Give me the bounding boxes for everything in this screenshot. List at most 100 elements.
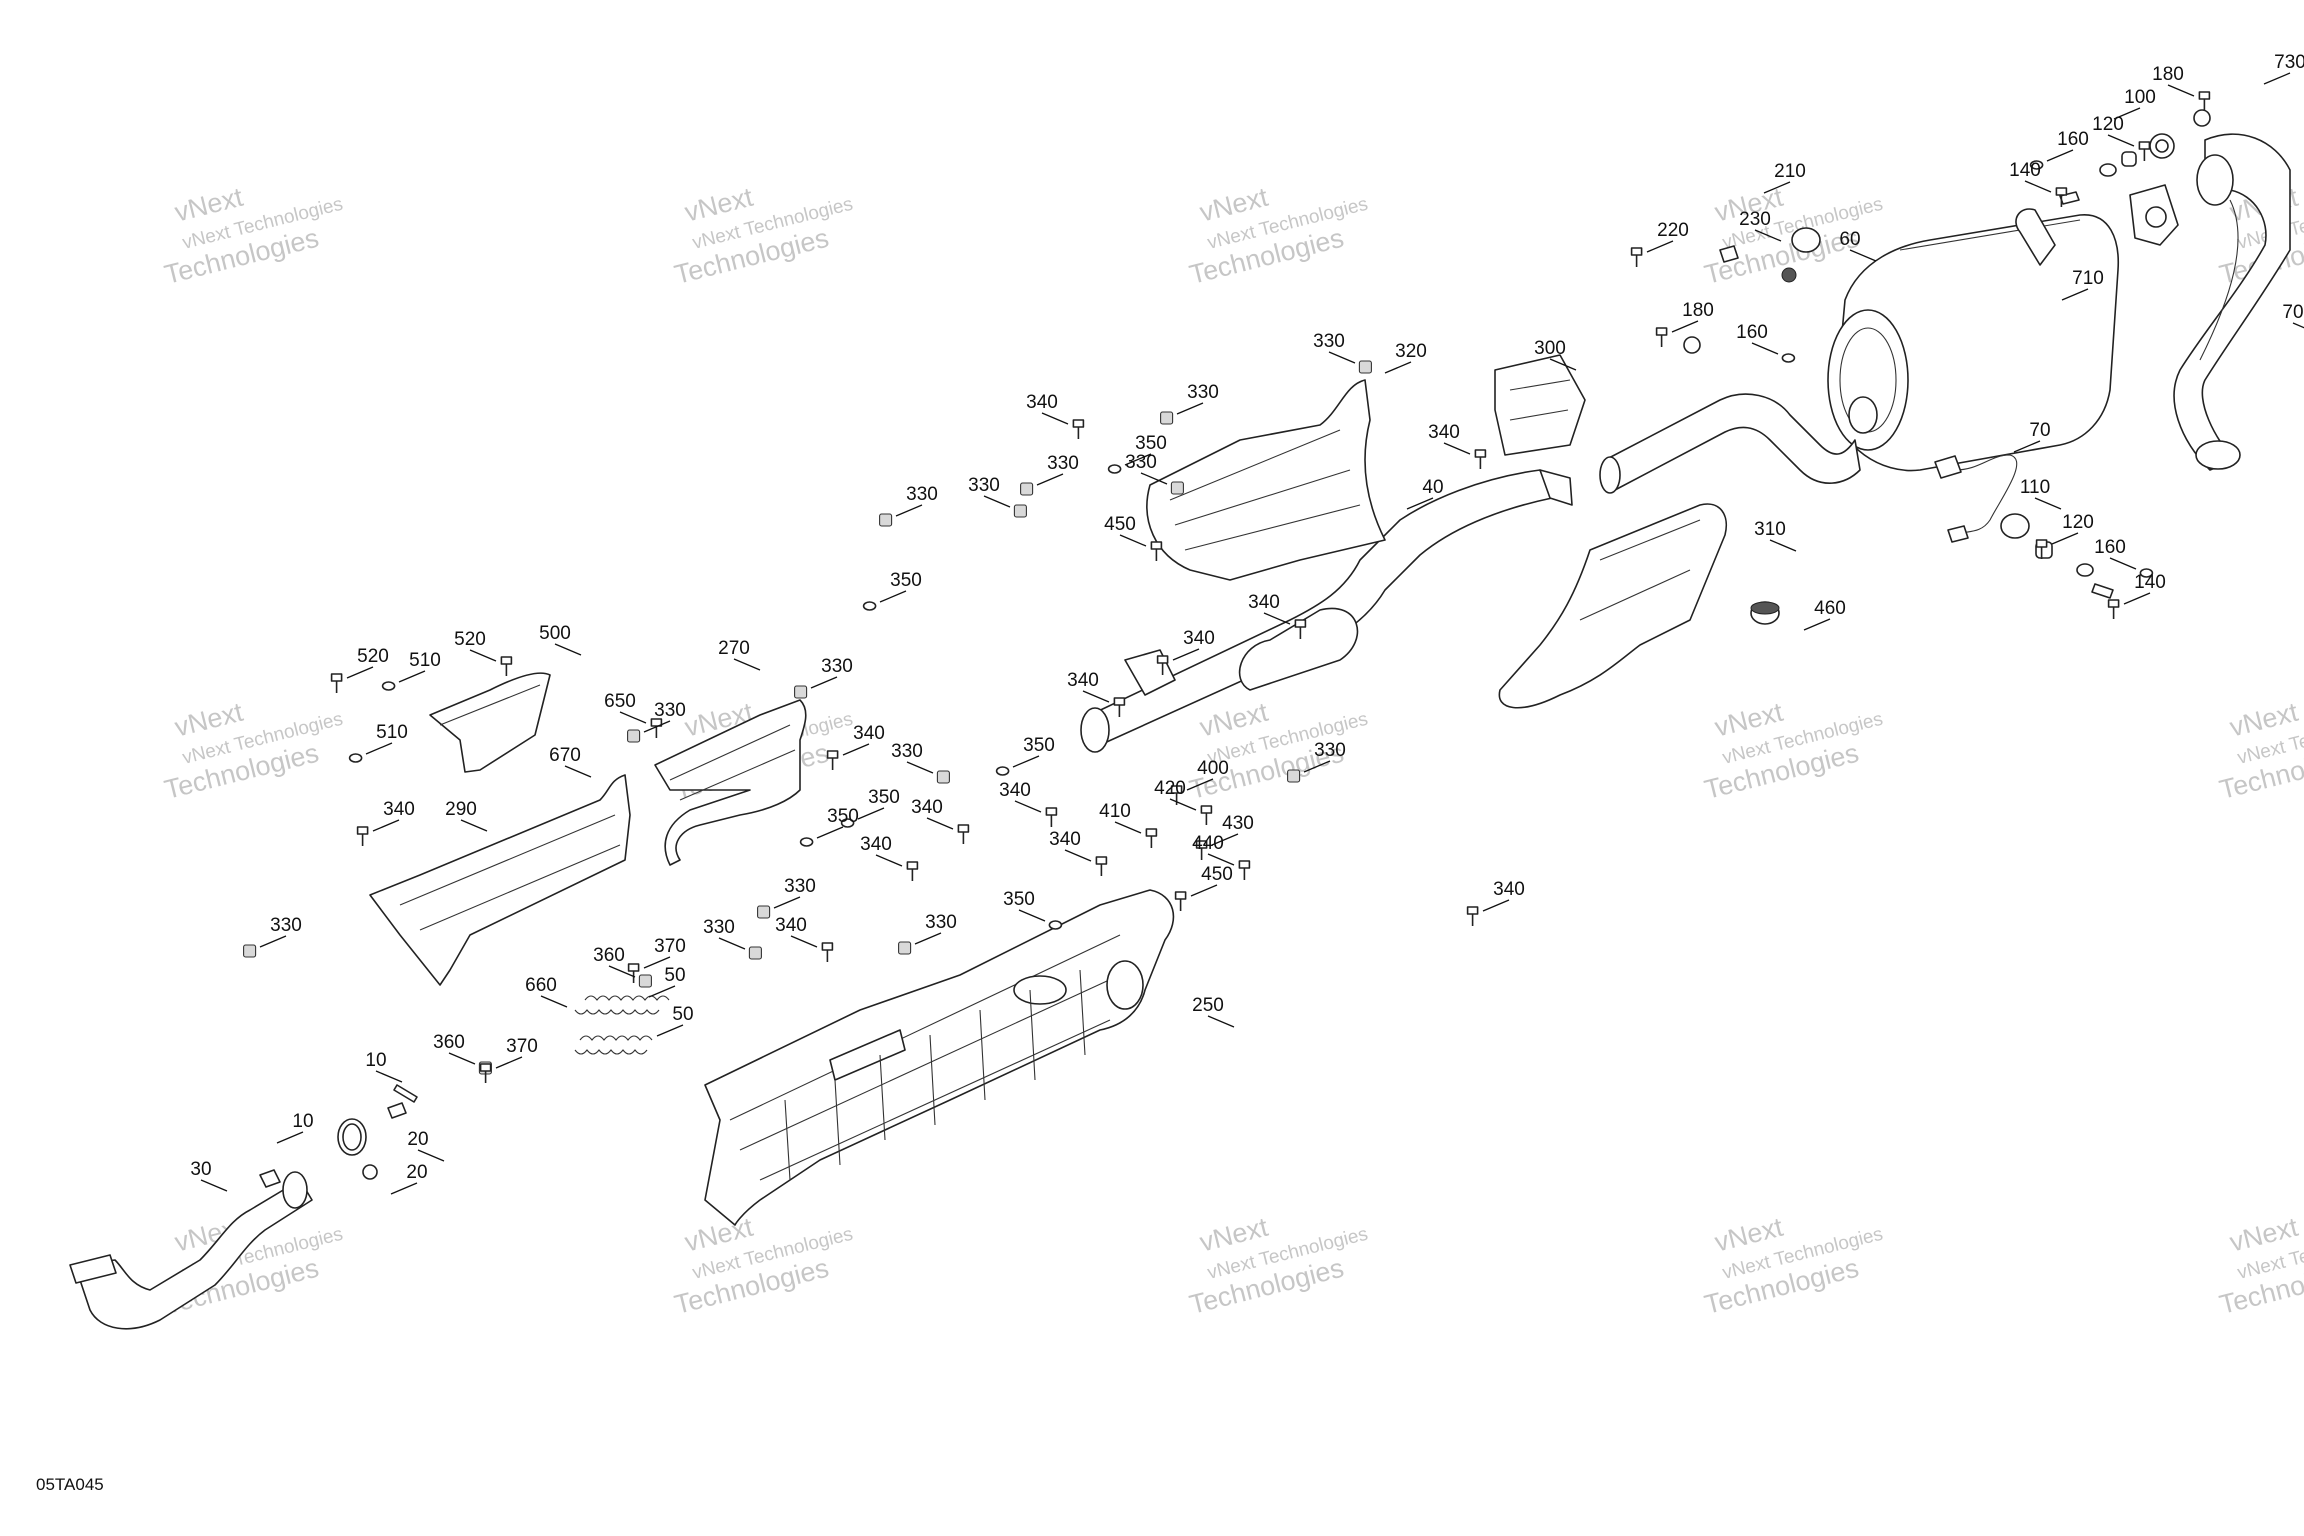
callout-label: 20 [407, 1129, 428, 1150]
callout-label: 360 [433, 1032, 465, 1053]
leader-line [540, 995, 568, 1008]
callout-label: 330 [654, 700, 686, 721]
leader-line [1014, 800, 1042, 813]
callout-label: 340 [1067, 670, 1099, 691]
callout-label: 730 [2274, 52, 2304, 73]
leader-line [375, 1070, 403, 1083]
leader-line [718, 937, 746, 950]
callout-label: 100 [2124, 87, 2156, 108]
leader-line [1303, 760, 1331, 773]
callout-label: 300 [1534, 338, 1566, 359]
callout-label: 360 [593, 945, 625, 966]
part-o2-sensor-70 [1934, 454, 2018, 543]
bolt-shape [500, 656, 513, 676]
leader-line [1443, 442, 1471, 455]
leader-line [643, 720, 671, 733]
callout-label: 520 [454, 629, 486, 650]
leader-line [1012, 755, 1040, 768]
leader-line [1124, 453, 1152, 466]
leader-line [390, 1182, 418, 1195]
callout-label: 120 [2092, 114, 2124, 135]
leader-line [460, 819, 488, 832]
leader-line [2263, 72, 2291, 85]
callout-label: 460 [1814, 598, 1846, 619]
callout-label: 350 [1023, 735, 1055, 756]
bolt-shape [1200, 805, 1213, 825]
clip-nut-shape [627, 729, 641, 743]
leader-line [1119, 534, 1147, 547]
callout-label: 350 [827, 806, 859, 827]
callout-label: 140 [2009, 160, 2041, 181]
washer-shape [1048, 920, 1063, 930]
leader-line [2013, 440, 2041, 453]
part-grommet-460 [1750, 601, 1780, 625]
bolt-shape [821, 942, 834, 962]
callout-label: 120 [2062, 512, 2094, 533]
callout-label: 510 [376, 722, 408, 743]
leader-line [926, 817, 954, 830]
callout-label: 340 [1428, 422, 1460, 443]
leader-line [1082, 690, 1110, 703]
leader-line [2167, 84, 2195, 97]
leader-line [1849, 249, 1877, 262]
callout-label: 340 [860, 834, 892, 855]
leader-line [1263, 612, 1291, 625]
leader-line [372, 819, 400, 832]
part-heat-shield-270 [654, 699, 807, 866]
part-middle-pipe-40 [1080, 469, 1573, 753]
callout-label: 160 [2057, 129, 2089, 150]
bolt-shape [1238, 860, 1251, 880]
callout-label: 340 [775, 915, 807, 936]
callout-label: 330 [1125, 452, 1157, 473]
bolt-shape [1466, 906, 1479, 926]
leader-line [1384, 361, 1412, 374]
leader-line [619, 711, 647, 724]
bolt-shape [330, 673, 343, 693]
callout-label: 220 [1657, 220, 1689, 241]
callout-label: 330 [968, 475, 1000, 496]
bolt-shape [2138, 141, 2151, 161]
callout-label: 450 [1104, 514, 1136, 535]
leader-line [857, 807, 885, 820]
bolt-shape [826, 750, 839, 770]
bolt-shape [1655, 327, 1668, 347]
bolt-shape [2035, 539, 2048, 559]
part-heat-shield-300 [1494, 354, 1586, 456]
callout-label: 160 [2094, 537, 2126, 558]
callout-label: 30 [190, 1159, 211, 1180]
leader-line [1646, 240, 1674, 253]
washer-shape [1107, 464, 1122, 474]
leader-line [1190, 884, 1218, 897]
leader-line [773, 896, 801, 909]
leader-line [554, 643, 582, 656]
leader-line [875, 854, 903, 867]
callout-label: 340 [383, 799, 415, 820]
bolt-shape [2198, 91, 2211, 111]
callout-label: 330 [270, 915, 302, 936]
callout-label: 370 [506, 1036, 538, 1057]
clip-nut-shape [638, 974, 652, 988]
washer-shape [840, 818, 855, 828]
leader-line [1172, 648, 1200, 661]
callout-label: 430 [1222, 813, 1254, 834]
bolt-shape [1072, 419, 1085, 439]
clip-nut-shape [1170, 481, 1184, 495]
part-muffler-60 [1827, 208, 2120, 472]
washer-shape [2029, 160, 2044, 170]
callout-label: 40 [1422, 477, 1443, 498]
leader-line [1114, 821, 1142, 834]
callout-label: 510 [409, 650, 441, 671]
callout-label: 710 [2072, 268, 2104, 289]
leader-line [495, 1056, 523, 1069]
callout-label: 340 [1183, 628, 1215, 649]
bolt-shape [1630, 247, 1643, 267]
bolt-shape [650, 718, 663, 738]
clip-nut-shape [757, 905, 771, 919]
leader-line [1671, 320, 1699, 333]
callout-label: 60 [1839, 229, 1860, 250]
leader-line [1064, 849, 1092, 862]
bolt-shape [1113, 697, 1126, 717]
